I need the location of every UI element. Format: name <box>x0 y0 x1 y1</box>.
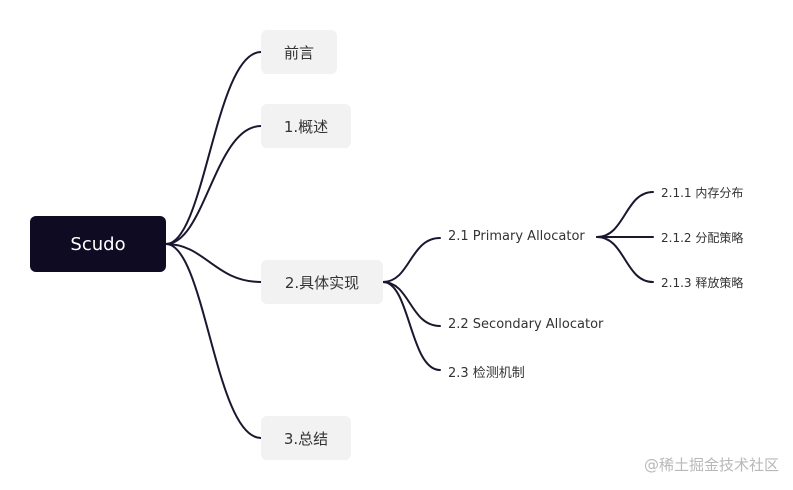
root-label: Scudo <box>70 233 126 255</box>
root-node[interactable]: Scudo <box>30 216 166 272</box>
watermark: @稀土掘金技术社区 <box>643 456 779 474</box>
topic-label: 1.概述 <box>283 117 329 136</box>
subtopic-alloc-strategy[interactable]: 2.1.2 分配策略 <box>661 231 744 245</box>
subtopic-secondary-allocator[interactable]: 2.2 Secondary Allocator <box>446 317 606 332</box>
topic-label: 2.具体实现 <box>284 273 360 292</box>
subtopic-free-strategy[interactable]: 2.1.3 释放策略 <box>661 276 744 290</box>
subtopic-memory-layout[interactable]: 2.1.1 内存分布 <box>661 186 744 200</box>
topic-preface[interactable]: 前言 <box>261 30 337 74</box>
subtopic-primary-allocator[interactable]: 2.1 Primary Allocator <box>446 229 587 244</box>
topic-overview[interactable]: 1.概述 <box>261 104 351 148</box>
topic-label: 3.总结 <box>283 429 329 448</box>
topic-label: 前言 <box>283 43 314 62</box>
topic-implementation[interactable]: 2.具体实现 <box>261 260 383 304</box>
topic-summary[interactable]: 3.总结 <box>261 416 351 460</box>
subtopic-detection[interactable]: 2.3 检测机制 <box>446 362 527 381</box>
